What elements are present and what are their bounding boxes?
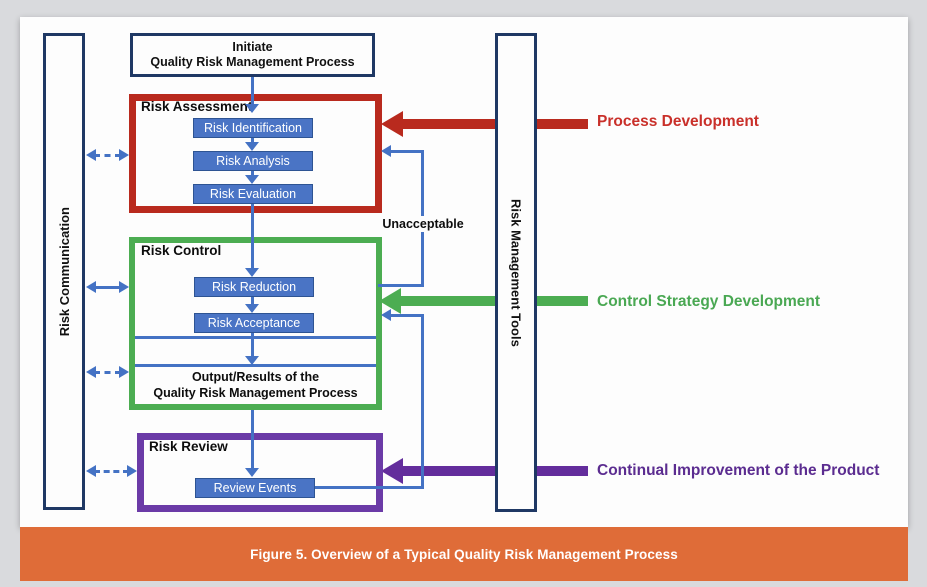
figure-caption: Figure 5. Overview of a Typical Quality … bbox=[250, 546, 678, 562]
right-arrowhead-icon bbox=[119, 281, 129, 293]
flow-arrowhead-icon bbox=[245, 104, 259, 113]
process-development-line bbox=[400, 119, 588, 129]
risk-control-box bbox=[129, 237, 382, 410]
step-risk-identification: Risk Identification bbox=[193, 118, 313, 138]
unacceptable-loop-top bbox=[391, 150, 424, 153]
flow-arrowhead-icon bbox=[245, 304, 259, 313]
risk-review-title: Risk Review bbox=[149, 439, 228, 454]
risk-management-tools-label: Risk Management Tools bbox=[508, 198, 524, 347]
risk-assessment-title: Risk Assessment bbox=[141, 99, 253, 114]
communication-arrow-control bbox=[86, 281, 129, 294]
flow-arrowhead-icon bbox=[245, 268, 259, 277]
flow-arrowhead-icon bbox=[245, 142, 259, 151]
left-arrowhead-icon bbox=[86, 465, 96, 477]
review-loop-vertical bbox=[421, 314, 424, 489]
right-arrowhead-icon bbox=[119, 366, 129, 378]
continual-improvement-arrowhead-icon bbox=[381, 458, 403, 484]
review-loop-top bbox=[391, 314, 424, 317]
output-line1: Output/Results of the bbox=[191, 370, 320, 384]
control-strategy-arrowhead-icon bbox=[379, 288, 401, 314]
risk-communication-label: Risk Communication bbox=[56, 206, 72, 337]
flow-arrowhead-icon bbox=[245, 356, 259, 365]
flow-reduction-to-acceptance bbox=[251, 293, 254, 304]
risk-review-box bbox=[137, 433, 383, 512]
risk-control-divider-top bbox=[135, 336, 376, 339]
communication-arrow-review bbox=[86, 465, 137, 478]
step-risk-acceptance: Risk Acceptance bbox=[194, 313, 314, 333]
right-arrowhead-icon bbox=[119, 149, 129, 161]
continual-improvement-line bbox=[400, 466, 588, 476]
unacceptable-loop-bottom bbox=[378, 284, 424, 287]
flow-identification-to-analysis bbox=[251, 137, 254, 142]
flow-arrowhead-icon bbox=[245, 468, 259, 477]
unacceptable-arrowhead-icon bbox=[381, 145, 391, 157]
dashed-line bbox=[94, 470, 129, 473]
risk-management-tools-lane: Risk Management Tools bbox=[495, 33, 537, 512]
process-development-arrowhead-icon bbox=[381, 111, 403, 137]
output-line2: Quality Risk Management Process bbox=[153, 386, 358, 400]
communication-arrow-assessment bbox=[86, 149, 129, 162]
flow-acceptance-to-output bbox=[251, 330, 254, 356]
risk-control-divider-bottom bbox=[135, 364, 376, 367]
flow-output-to-review bbox=[251, 410, 254, 468]
step-risk-evaluation: Risk Evaluation bbox=[193, 184, 313, 204]
right-arrowhead-icon bbox=[127, 465, 137, 477]
step-risk-reduction: Risk Reduction bbox=[194, 277, 314, 297]
label-control-strategy-development: Control Strategy Development bbox=[597, 293, 821, 310]
left-arrowhead-icon bbox=[86, 281, 96, 293]
flow-arrowhead-icon bbox=[245, 175, 259, 184]
flow-assessment-to-control bbox=[251, 203, 254, 268]
step-review-events: Review Events bbox=[195, 478, 315, 498]
dashed-line bbox=[94, 371, 121, 374]
risk-assessment-box bbox=[129, 94, 382, 213]
initiate-node: Initiate Quality Risk Management Process bbox=[130, 33, 375, 77]
label-continual-improvement: Continual Improvement of the Product bbox=[597, 462, 880, 479]
control-strategy-line bbox=[398, 296, 588, 306]
communication-arrow-output bbox=[86, 366, 129, 379]
page-background bbox=[20, 17, 908, 527]
step-risk-analysis: Risk Analysis bbox=[193, 151, 313, 171]
dashed-line bbox=[94, 154, 121, 157]
left-arrowhead-icon bbox=[86, 149, 96, 161]
initiate-line2: Quality Risk Management Process bbox=[150, 55, 355, 69]
left-arrowhead-icon bbox=[86, 366, 96, 378]
figure-caption-bar: Figure 5. Overview of a Typical Quality … bbox=[20, 527, 908, 581]
output-results-node: Output/Results of the Quality Risk Manag… bbox=[135, 369, 376, 401]
label-process-development: Process Development bbox=[597, 113, 759, 130]
flow-analysis-to-evaluation bbox=[251, 170, 254, 175]
review-loop-arrowhead-icon bbox=[381, 309, 391, 321]
solid-line bbox=[94, 286, 121, 289]
unacceptable-annotation: Unacceptable bbox=[380, 216, 466, 232]
flow-initiate-to-assessment bbox=[251, 77, 254, 104]
review-loop-bottom bbox=[315, 486, 424, 489]
risk-control-title: Risk Control bbox=[141, 243, 222, 258]
initiate-line1: Initiate bbox=[232, 40, 273, 54]
risk-communication-lane: Risk Communication bbox=[43, 33, 85, 510]
